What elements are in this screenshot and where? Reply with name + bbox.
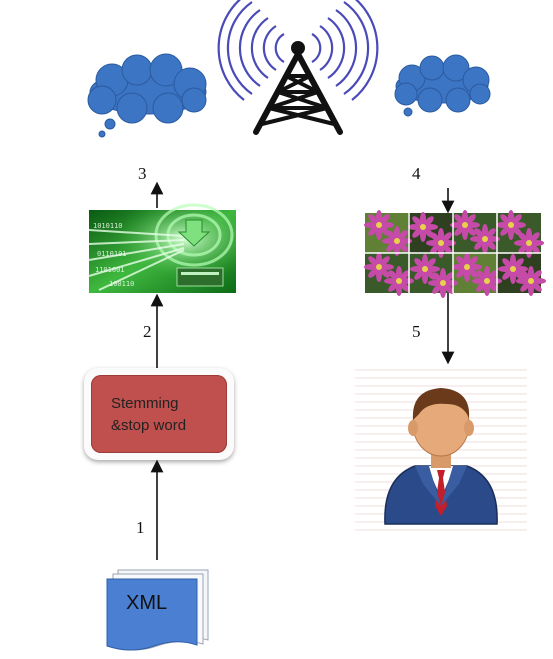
svg-text:0110101: 0110101 — [97, 250, 127, 258]
svg-text:1010110: 1010110 — [93, 222, 123, 230]
process-label-line2: &stop word — [111, 417, 187, 434]
xml-label: XML — [126, 592, 168, 614]
flower-image-grid — [364, 210, 546, 298]
data-transfer-image: 1010110 0110101 1101001 100110 — [88, 203, 236, 293]
process-label: Stemming &stop word — [111, 393, 186, 437]
antenna-tower-icon — [217, 0, 379, 135]
cloud-icon — [87, 53, 207, 138]
svg-text:100110: 100110 — [109, 280, 134, 288]
stemming-stopword-fill: Stemming &stop word — [91, 375, 227, 453]
step-number-1: 1 — [136, 518, 145, 537]
step-number-3: 3 — [138, 164, 147, 183]
step-number-2: 2 — [143, 322, 152, 341]
cloud-icon — [394, 54, 491, 117]
step-number-4: 4 — [412, 164, 421, 183]
user-businessman-icon — [355, 369, 527, 531]
xml-document-icon — [106, 569, 209, 651]
process-label-line1: Stemming — [111, 395, 179, 412]
step-number-5: 5 — [412, 322, 421, 341]
svg-text:1101001: 1101001 — [95, 266, 125, 274]
stemming-stopword-box: Stemming &stop word — [84, 368, 234, 460]
